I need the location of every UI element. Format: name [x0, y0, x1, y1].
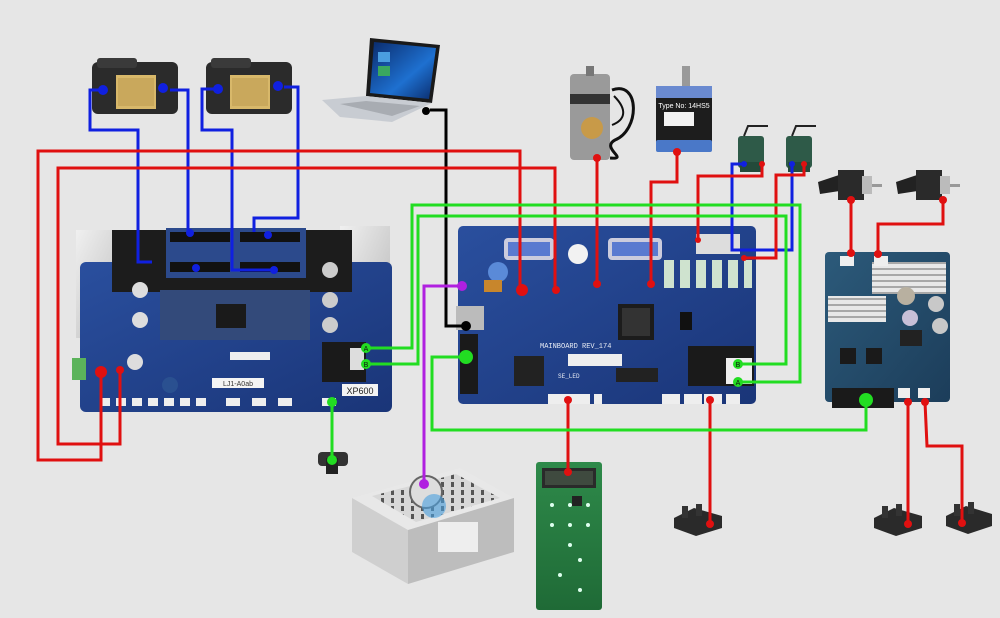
- dot-ph2-l: [213, 84, 223, 94]
- main-board: MAINBOARD REV_174 SE_LED: [456, 226, 756, 404]
- dot-red-mb6: [741, 255, 747, 261]
- dot-red-ss-l: [847, 196, 855, 204]
- dot-red-limit3: [958, 519, 966, 527]
- solenoid-valve-right: [786, 125, 816, 172]
- dot-green-encoder: [327, 455, 337, 465]
- driver-board: [825, 252, 950, 408]
- solenoid-valve-left: [738, 125, 768, 172]
- dot-hb-4: [270, 266, 278, 274]
- dot-green-mb-a: [733, 377, 743, 387]
- printhead-left: [92, 58, 178, 114]
- limit-switch-2: [874, 504, 922, 536]
- dot-ph2-r: [273, 81, 283, 91]
- dot-red-stepper: [673, 148, 681, 156]
- fiber-port-a-label-head: A: [364, 346, 369, 353]
- dot-blue-sol-r: [789, 161, 795, 167]
- dot-usb-laptop: [422, 107, 430, 115]
- wire-blue-ph2-right: [252, 85, 300, 232]
- dot-green-hb-a: [361, 343, 371, 353]
- small-stepper-right: [896, 170, 960, 200]
- dot-hb-1: [186, 229, 194, 237]
- dot-red-limit1: [706, 520, 714, 528]
- dot-red-mb3: [593, 280, 601, 288]
- wire-red-stepper: [649, 152, 679, 284]
- wire-green-driver: [430, 355, 868, 432]
- main-board-silkscreen: MAINBOARD REV_174: [540, 343, 611, 351]
- dot-hb-3: [264, 231, 272, 239]
- dot-red-db-2: [874, 250, 882, 258]
- dot-red-mb-bottom2: [706, 396, 714, 404]
- dot-green-encoder-top: [327, 397, 337, 407]
- wire-green-fiber-b: [366, 214, 788, 366]
- dot-blue-sol-l: [741, 161, 747, 167]
- dot-ph1-r: [158, 83, 168, 93]
- head-board-model-label: XP600: [346, 386, 373, 396]
- fiber-port-b-label-main: B: [736, 362, 741, 369]
- wire-red-solenoid-right: [744, 164, 806, 260]
- stepper-type-label: Type No: 14HS5: [658, 103, 709, 110]
- servo-motor: [570, 66, 635, 160]
- laptop: [322, 38, 440, 122]
- wire-purple-psu: [422, 284, 462, 484]
- dot-red-hb2: [116, 366, 124, 374]
- printhead-right: [206, 58, 292, 114]
- dot-purple-mb: [457, 281, 467, 291]
- wire-blue-ph1-right: [170, 88, 190, 231]
- dot-red-hb1: [95, 366, 107, 378]
- dot-green-driver: [859, 393, 873, 407]
- fiber-port-b-label-head: B: [364, 362, 369, 369]
- dot-red-limit2: [904, 520, 912, 528]
- dot-green-mb-b: [733, 359, 743, 369]
- dot-red-servo: [593, 154, 601, 162]
- power-supply: [352, 468, 514, 584]
- wire-red-solenoid-left: [696, 164, 764, 240]
- control-panel: [536, 462, 602, 610]
- main-board-silkscreen-led: SE_LED: [558, 373, 580, 380]
- dot-red-mb1: [516, 284, 528, 296]
- dot-red-sol-l: [759, 161, 765, 167]
- dot-red-panel: [564, 468, 572, 476]
- dot-green-hb-b: [361, 359, 371, 369]
- dot-red-db-3: [904, 398, 912, 406]
- wire-red-limit3: [923, 401, 964, 523]
- dot-green-mb-left: [459, 350, 473, 364]
- wire-blue-ph2-left: [200, 87, 274, 272]
- wire-usb: [430, 108, 466, 328]
- wire-blue-solenoid-left: [730, 162, 794, 252]
- head-board: LJ1-A0ab XP600: [72, 226, 392, 412]
- fiber-port-a-label-main: A: [736, 380, 741, 387]
- wire-red-inner: [56, 166, 557, 446]
- dot-red-db-4: [921, 398, 929, 406]
- dot-hb-2: [192, 264, 200, 272]
- dot-red-db-1: [847, 249, 855, 257]
- head-board-sticker: LJ1-A0ab: [223, 381, 253, 388]
- small-stepper-left: [818, 170, 882, 200]
- dot-usb-board: [461, 321, 471, 331]
- dot-red-mb4: [647, 280, 655, 288]
- limit-switch-1: [674, 504, 722, 536]
- wire-red-small-stepper-r: [876, 200, 945, 254]
- dot-red-mb5: [695, 237, 701, 243]
- wire-blue-ph1-left: [88, 88, 152, 264]
- dot-ph1-l: [98, 85, 108, 95]
- dot-red-mb-bottom1: [564, 396, 572, 404]
- dot-red-sol-r: [801, 161, 807, 167]
- dot-red-mb2: [552, 286, 560, 294]
- wire-green-fiber-a: [366, 203, 802, 384]
- dot-red-ss-r: [939, 196, 947, 204]
- stepper-motor: Type No: 14HS5: [656, 66, 712, 152]
- dot-purple-psu: [419, 479, 429, 489]
- wire-red-outer: [36, 149, 522, 462]
- limit-switch-3: [946, 502, 992, 534]
